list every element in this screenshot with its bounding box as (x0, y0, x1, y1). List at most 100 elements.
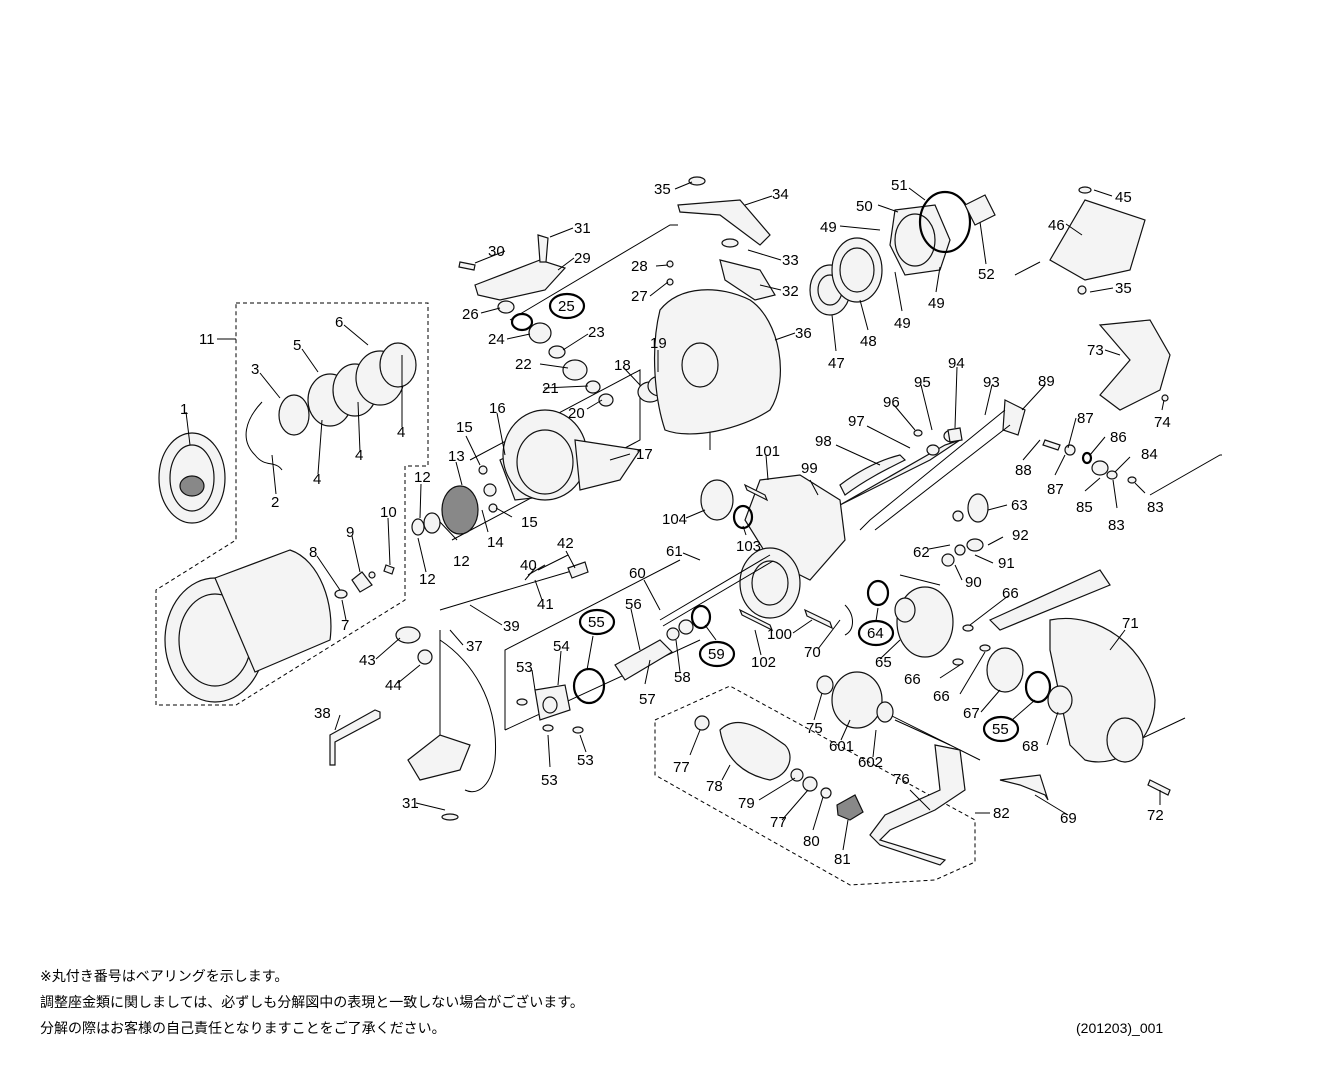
document-code: (201203)_001 (1076, 1020, 1164, 1036)
label-38: 38 (314, 705, 331, 722)
label-18: 18 (614, 357, 631, 374)
label-52: 52 (978, 266, 995, 283)
label-50: 50 (856, 198, 873, 215)
label-66a: 66 (1002, 585, 1019, 602)
label-36: 36 (795, 325, 812, 342)
label-34: 34 (772, 186, 789, 203)
label-28: 28 (631, 258, 648, 275)
label-29: 29 (574, 250, 591, 267)
label-84: 84 (1141, 446, 1158, 463)
label-55a-bearing: 55 (588, 614, 605, 631)
label-104: 104 (662, 511, 687, 528)
label-37: 37 (466, 638, 483, 655)
label-69: 69 (1060, 810, 1077, 827)
label-78: 78 (706, 778, 723, 795)
label-92: 92 (1012, 527, 1029, 544)
label-71: 71 (1122, 615, 1139, 632)
label-45: 45 (1115, 189, 1132, 206)
label-87a: 87 (1077, 410, 1094, 427)
label-90: 90 (965, 574, 982, 591)
label-66b: 66 (904, 671, 921, 688)
note-bearing-legend: ※丸付き番号はベアリングを示します。 (40, 969, 289, 985)
label-98: 98 (815, 433, 832, 450)
label-77a: 77 (673, 759, 690, 776)
label-100: 100 (767, 626, 792, 643)
label-75: 75 (806, 720, 823, 737)
label-47: 47 (828, 355, 845, 372)
label-32: 32 (782, 283, 799, 300)
label-60: 60 (629, 565, 646, 582)
label-15a: 15 (456, 419, 473, 436)
label-49c: 49 (928, 295, 945, 312)
label-77b: 77 (770, 814, 787, 831)
label-7: 7 (341, 617, 349, 634)
part-labels: 1 2 3 4 4 4 5 6 7 8 9 10 11 12 12 12 13 … (180, 177, 1171, 868)
label-10: 10 (380, 504, 397, 521)
gearbox-parts (516, 319, 1171, 734)
label-16: 16 (489, 400, 506, 417)
label-26: 26 (462, 306, 479, 323)
body-cover (653, 176, 781, 435)
label-39: 39 (503, 618, 520, 635)
label-9: 9 (346, 524, 354, 541)
label-54: 54 (553, 638, 570, 655)
group-outlines (155, 302, 976, 886)
label-96: 96 (883, 394, 900, 411)
label-83a: 83 (1108, 517, 1125, 534)
label-43: 43 (359, 652, 376, 669)
label-74: 74 (1154, 414, 1171, 431)
label-70: 70 (804, 644, 821, 661)
label-12b: 12 (453, 553, 470, 570)
label-103: 103 (736, 538, 761, 555)
label-82: 82 (993, 805, 1010, 822)
label-20: 20 (568, 405, 585, 422)
label-53b: 53 (541, 772, 558, 789)
label-83b: 83 (1147, 499, 1164, 516)
drag-parts (809, 186, 1146, 316)
label-94: 94 (948, 355, 965, 372)
label-65: 65 (875, 654, 892, 671)
label-95: 95 (914, 374, 931, 391)
spool-assembly (158, 342, 417, 703)
label-68: 68 (1022, 738, 1039, 755)
label-85: 85 (1076, 499, 1093, 516)
label-67: 67 (963, 705, 980, 722)
label-31a: 31 (574, 220, 591, 237)
label-72: 72 (1147, 807, 1164, 824)
label-17: 17 (636, 446, 653, 463)
label-35b: 35 (1115, 280, 1132, 297)
label-19: 19 (650, 335, 667, 352)
label-73: 73 (1087, 342, 1104, 359)
label-22: 22 (515, 356, 532, 373)
label-25-bearing: 25 (558, 298, 575, 315)
label-102: 102 (751, 654, 776, 671)
label-21: 21 (542, 380, 559, 397)
label-14: 14 (487, 534, 504, 551)
label-101: 101 (755, 443, 780, 460)
label-30: 30 (488, 243, 505, 260)
leader-lines (185, 181, 1165, 851)
label-6: 6 (335, 314, 343, 331)
label-4b: 4 (355, 447, 363, 464)
label-66c: 66 (933, 688, 950, 705)
label-2: 2 (271, 494, 279, 511)
label-81: 81 (834, 851, 851, 868)
label-88: 88 (1015, 462, 1032, 479)
label-31b: 31 (402, 795, 419, 812)
label-86: 86 (1110, 429, 1127, 446)
label-27: 27 (631, 288, 648, 305)
label-91: 91 (998, 555, 1015, 572)
label-55b-bearing: 55 (992, 721, 1009, 738)
label-48: 48 (860, 333, 877, 350)
label-51: 51 (891, 177, 908, 194)
label-99: 99 (801, 460, 818, 477)
label-5: 5 (293, 337, 301, 354)
label-602: 602 (858, 754, 883, 771)
note-shim-disclaimer: 調整座金類に関しましては、必ずしも分解図中の表現と一致しない場合がございます。 (40, 995, 584, 1011)
label-89: 89 (1038, 373, 1055, 390)
label-87b: 87 (1047, 481, 1064, 498)
label-35a: 35 (654, 181, 671, 198)
handle-assembly (694, 427, 1171, 866)
label-46: 46 (1048, 217, 1065, 234)
label-93: 93 (983, 374, 1000, 391)
